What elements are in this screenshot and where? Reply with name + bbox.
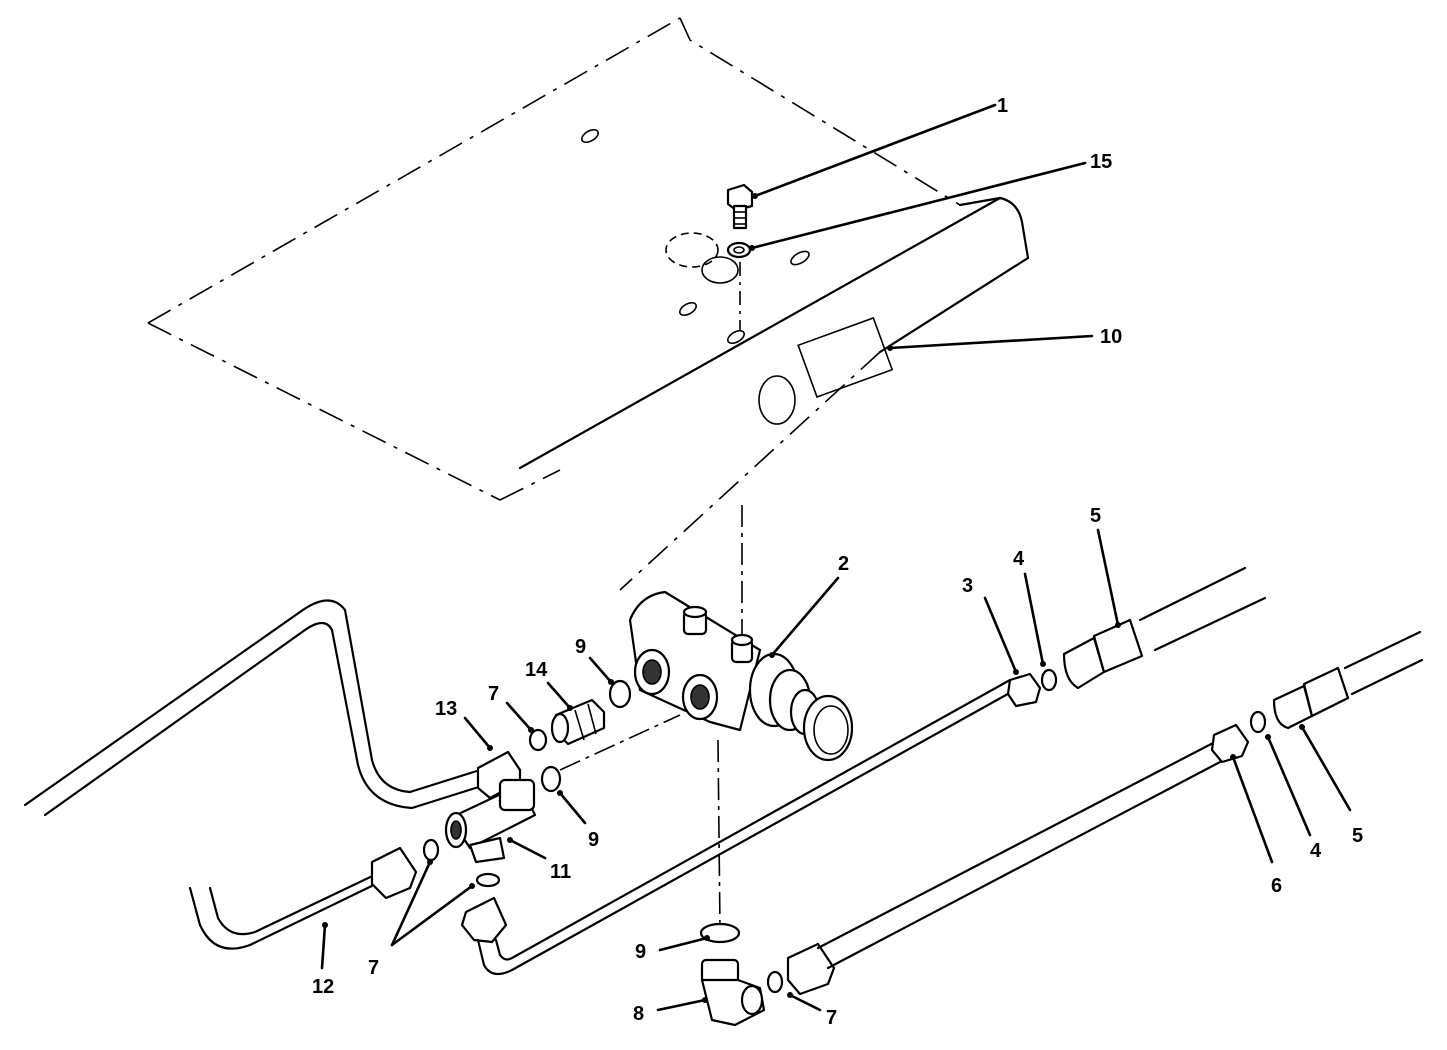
callout-7-lower-left: 7: [368, 957, 379, 979]
o-rings: [422, 668, 1267, 994]
tube-assembly-lower: [188, 846, 418, 950]
callout-8: 8: [633, 1003, 644, 1025]
tube-assembly-right: [786, 723, 1250, 996]
elbow-fitting: [700, 958, 766, 1027]
tee-fitting: [444, 778, 537, 864]
callout-13: 13: [435, 698, 457, 720]
callout-1: 1: [997, 95, 1008, 117]
callout-4-upper: 4: [1013, 548, 1025, 570]
bolt-part: [726, 183, 754, 230]
nipple-fitting: [550, 698, 606, 746]
callout-7-lower-right: 7: [826, 1007, 837, 1029]
center-line-port: [559, 714, 681, 771]
leader-lines: [320, 103, 1352, 1012]
callout-15: 15: [1090, 151, 1112, 173]
callout-10: 10: [1100, 326, 1122, 348]
hose-assembly-upper: [1062, 566, 1267, 690]
callout-2: 2: [838, 553, 849, 575]
valve-body: [628, 590, 854, 762]
callout-9-middle: 9: [588, 829, 599, 851]
callout-4-lower: 4: [1310, 840, 1322, 862]
hose-assembly-lower: [1272, 630, 1424, 730]
callout-5-upper: 5: [1090, 505, 1101, 527]
callout-labels: 1 15 10 2 9 14 7 13 9 11 12 7 9 8 7 3 4 …: [312, 95, 1363, 1029]
lock-washer-part: [726, 241, 752, 259]
callout-7-upper: 7: [488, 683, 499, 705]
mounting-plate: [147, 17, 1030, 591]
center-line-lower: [717, 739, 721, 931]
callout-3: 3: [962, 575, 973, 597]
callout-11: 11: [550, 861, 571, 883]
tube-assembly-middle: [460, 672, 1042, 976]
callout-12: 12: [312, 976, 334, 998]
callout-9-lower: 9: [635, 941, 646, 963]
callout-9-upper: 9: [575, 636, 586, 658]
callout-6: 6: [1271, 875, 1282, 897]
callout-14: 14: [525, 659, 548, 681]
callout-5-lower: 5: [1352, 825, 1363, 847]
